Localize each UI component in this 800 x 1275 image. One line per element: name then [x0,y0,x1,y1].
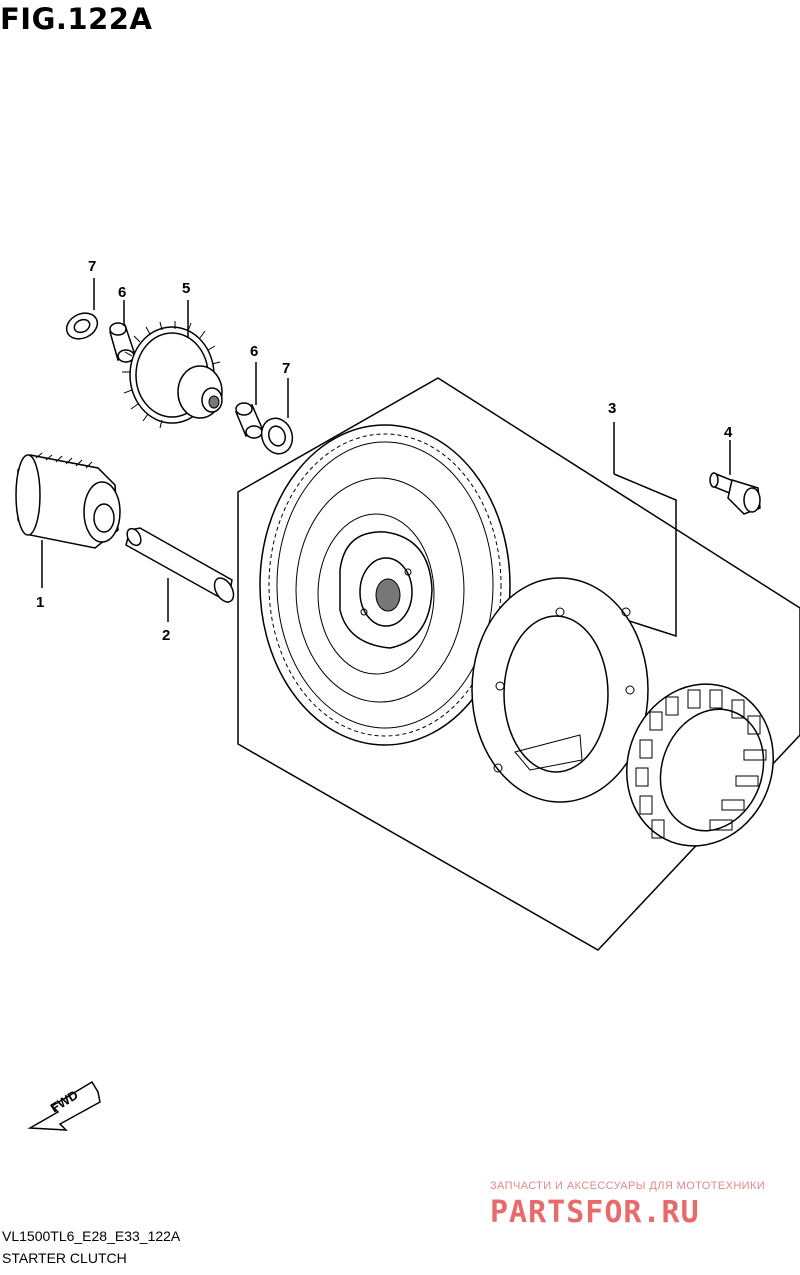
callout-2: 2 [162,627,170,644]
callout-4: 4 [724,424,733,441]
watermark-tagline: ЗАПЧАСТИ И АКСЕССУАРЫ ДЛЯ МОТОТЕХНИКИ [490,1180,766,1192]
watermark-brand-logo: PARTSFOR.RU [490,1195,700,1230]
callout-5: 5 [182,280,190,297]
part-3-one-way-clutch[interactable] [604,663,795,866]
callout-7-lower: 7 [282,360,290,377]
part-5-starter-idle-gear-no2[interactable] [122,300,223,429]
part-7-washer-upper[interactable] [62,278,101,344]
part-3-starter-clutch-housing[interactable] [471,577,649,803]
callout-7-upper: 7 [88,258,96,275]
part-6-bushing-upper[interactable] [109,300,135,363]
callout-6-upper: 6 [118,284,126,301]
assembly-frame-3 [237,377,800,951]
figure-title: FIG.122A [0,2,153,36]
part-3-starter-driven-gear[interactable] [259,424,511,746]
part-4-bolt[interactable] [709,440,761,515]
part-6-bushing-lower[interactable] [235,362,263,439]
callout-1: 1 [36,594,44,611]
part-7-washer-lower[interactable] [257,378,298,458]
callout-3: 3 [608,400,616,417]
model-code: VL1500TL6_E28_E33_122A [2,1228,181,1244]
figure-subtitle: STARTER CLUTCH [2,1250,127,1266]
part-2-idle-gear-shaft[interactable] [124,526,237,622]
callout-6-lower: 6 [250,343,258,360]
fwd-arrow-icon: FWD [27,1080,101,1131]
part-1-starter-idle-gear[interactable] [15,452,121,588]
